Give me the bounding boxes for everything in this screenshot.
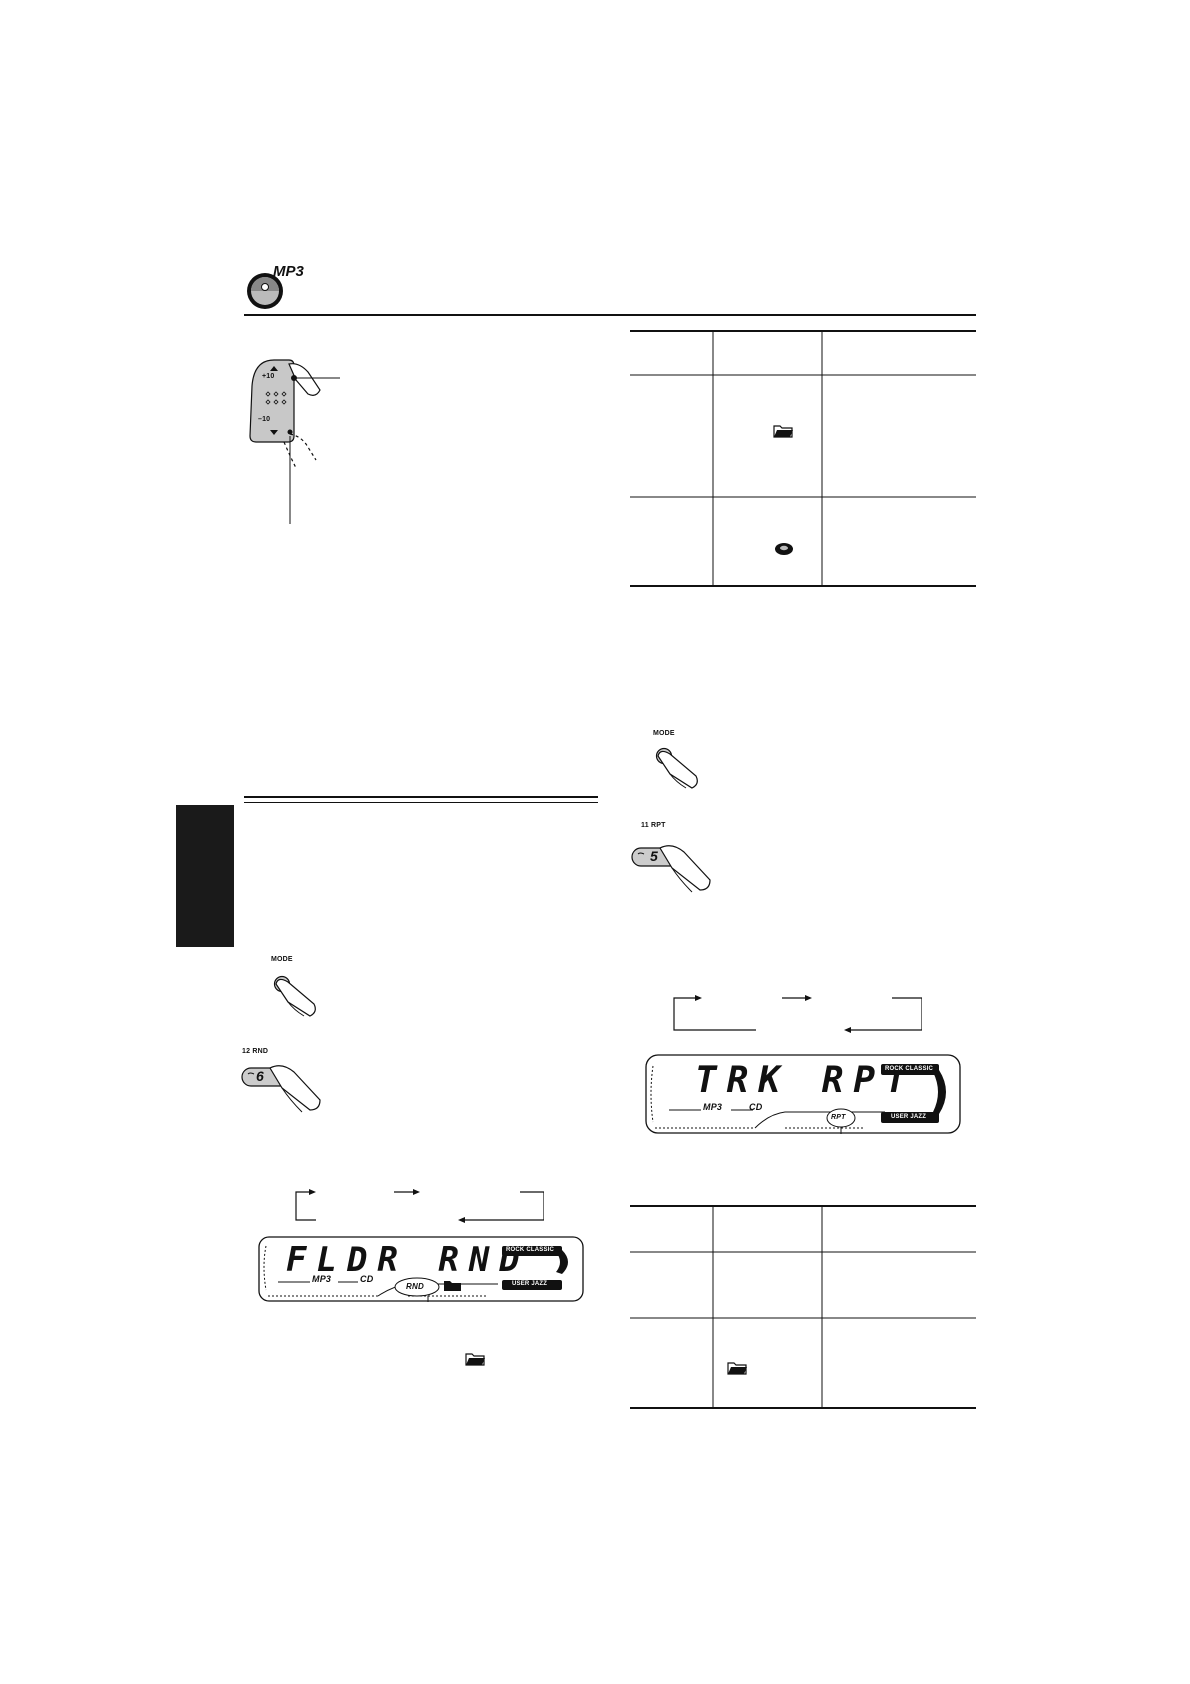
folder-icon bbox=[727, 1362, 747, 1375]
finger-press-icon bbox=[241, 1065, 321, 1113]
mode-button-right[interactable] bbox=[648, 742, 718, 802]
disc-icon bbox=[247, 273, 283, 309]
lcd-eq-bottom-random: USER JAZZ bbox=[512, 1281, 548, 1287]
lcd-display-repeat: TRK RPT ROCK CLASSIC USER JAZZ MP3 CD RP… bbox=[645, 1054, 961, 1134]
rnd-button[interactable]: 6 bbox=[240, 1060, 340, 1120]
lcd-display-random: FLDR RND ROCK CLASSIC USER JAZZ MP3 CD R… bbox=[258, 1236, 584, 1302]
folder-icon bbox=[773, 425, 793, 438]
lcd-indicator-rnd: RND bbox=[406, 1282, 424, 1291]
section-rule-bottom bbox=[244, 802, 598, 803]
minus-ten-label: –10 bbox=[258, 416, 271, 423]
rpt-key-number: 5 bbox=[650, 848, 658, 864]
bottom-right-table bbox=[630, 1205, 976, 1409]
mp3-logo: MP3 bbox=[245, 263, 315, 311]
rnd-cycle-arrows bbox=[294, 1188, 545, 1228]
mode-label-right: MODE bbox=[653, 730, 675, 737]
mode-label-left: MODE bbox=[271, 956, 293, 963]
folder-icon bbox=[465, 1353, 485, 1366]
plus-ten-label: +10 bbox=[262, 373, 275, 380]
rpt-button[interactable]: 5 bbox=[630, 840, 730, 900]
section-rule-top bbox=[244, 796, 598, 798]
lcd-source-cd-random: CD bbox=[360, 1274, 374, 1284]
folder-icon bbox=[444, 1281, 461, 1291]
lcd-main-text-repeat: TRK RPT bbox=[695, 1060, 917, 1101]
finger-press-icon bbox=[273, 975, 316, 1017]
rnd-key-number: 6 bbox=[256, 1068, 264, 1084]
rpt-label: 11 RPT bbox=[641, 822, 666, 829]
lcd-source-mp3-repeat: MP3 bbox=[703, 1102, 723, 1112]
rnd-label: 12 RND bbox=[242, 1048, 269, 1055]
finger-press-icon bbox=[631, 845, 711, 893]
lcd-source-mp3-random: MP3 bbox=[312, 1274, 332, 1284]
skip-control-illustration: +10 –10 bbox=[244, 356, 344, 526]
finger-press-icon bbox=[655, 747, 698, 789]
lcd-main-text-random: FLDR RND bbox=[286, 1240, 530, 1280]
mp3-logo-text: MP3 bbox=[273, 263, 304, 280]
disc-icon bbox=[775, 543, 793, 555]
side-tab bbox=[176, 805, 234, 947]
rpt-cycle-arrows bbox=[672, 994, 923, 1038]
lcd-indicator-rpt: RPT bbox=[831, 1114, 846, 1121]
top-right-table bbox=[630, 330, 976, 587]
lcd-eq-top-repeat: ROCK CLASSIC bbox=[885, 1066, 934, 1072]
lcd-eq-bottom-repeat: USER JAZZ bbox=[891, 1114, 927, 1120]
lcd-eq-top-random: ROCK CLASSIC bbox=[506, 1247, 555, 1253]
lcd-source-cd-repeat: CD bbox=[749, 1102, 763, 1112]
header-rule bbox=[244, 314, 976, 316]
mode-button-left[interactable] bbox=[266, 970, 336, 1030]
